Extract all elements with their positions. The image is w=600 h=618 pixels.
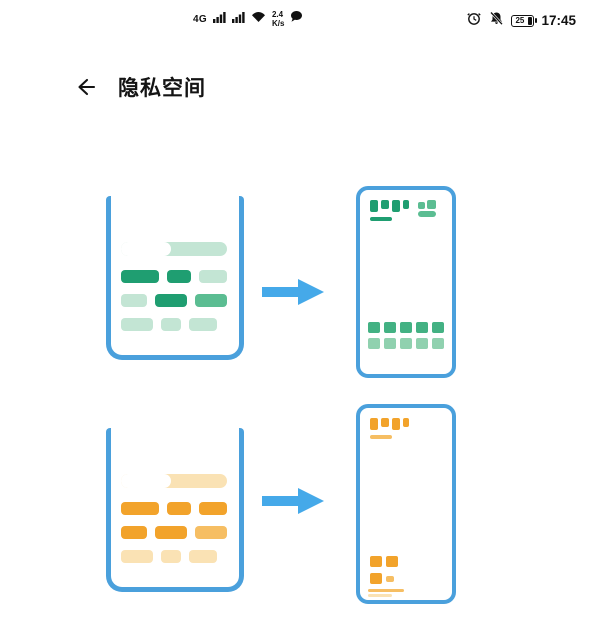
alarm-clock-icon [466,10,482,31]
cloud-block [418,211,436,217]
network-speed-value: 2.4 [271,10,284,19]
phone-green [356,186,456,378]
apps-container-orange [106,428,244,592]
clock-time: 17:45 [541,13,576,28]
app-block [392,200,400,212]
app-grid-square [416,322,428,333]
app-grid-square [384,338,396,349]
transfer-arrow-icon [262,486,326,521]
network-speed-unit: K/s [271,19,285,28]
transfer-arrow-icon [262,277,326,312]
content-block [195,526,227,539]
content-block [167,502,191,515]
app-grid-square [368,322,380,333]
content-block [121,294,147,307]
app-block [403,200,409,209]
signal-bars-icon [212,10,226,28]
scribble-line [368,589,404,592]
notifications-off-icon [489,11,504,31]
scribble-line [368,594,392,597]
content-block [121,474,171,488]
page-header: 隐私空间 [0,66,600,108]
status-bar: 4G 2.4 K/s [0,8,600,34]
app-grid-square [432,322,444,333]
apps-container-green [106,196,244,360]
app-block [370,200,378,212]
content-block [121,526,147,539]
app-block [403,418,409,427]
app-grid-square [384,322,396,333]
content-block [121,318,153,331]
app-block [381,418,389,427]
app-grid-square [416,338,428,349]
app-grid-square [400,338,412,349]
content-block [189,550,217,563]
app-grid-square [386,576,394,582]
app-grid-square [400,322,412,333]
content-block [121,550,153,563]
phone-orange [356,404,456,604]
signal-bars-icon [231,10,245,28]
content-block [121,242,227,256]
content-block [161,318,181,331]
content-block [121,502,159,515]
content-block [167,270,191,283]
network-type-label: 4G [193,13,207,25]
underline-block [370,217,392,221]
content-block [195,294,227,307]
battery-level: 25 [515,16,525,25]
app-grid-square [386,556,398,567]
app-grid-square [370,573,382,584]
app-block [381,200,389,209]
app-block [370,418,378,430]
content-block [161,550,181,563]
content-block [189,318,217,331]
content-block [199,270,227,283]
content-block [121,270,159,283]
app-grid-square [368,338,380,349]
app-grid-square [432,338,444,349]
battery-icon: 25 [511,14,537,27]
content-block [121,242,171,256]
cloud-block [427,200,436,209]
app-block [392,418,400,430]
battery-fill [528,16,533,25]
content-block [121,474,227,488]
back-arrow-icon[interactable] [70,72,100,102]
content-block [199,502,227,515]
app-grid-square [370,556,382,567]
message-bubble-icon [290,10,303,28]
status-bar-right: 25 17:45 [466,10,576,31]
content-block [155,526,187,539]
battery-cap [534,18,537,23]
network-speed: 2.4 K/s [272,10,284,28]
underline-block [370,435,392,439]
wifi-icon [251,10,266,28]
status-bar-left: 4G 2.4 K/s [193,10,303,28]
content-block [155,294,187,307]
page-title: 隐私空间 [118,77,206,100]
cloud-block [418,202,425,209]
